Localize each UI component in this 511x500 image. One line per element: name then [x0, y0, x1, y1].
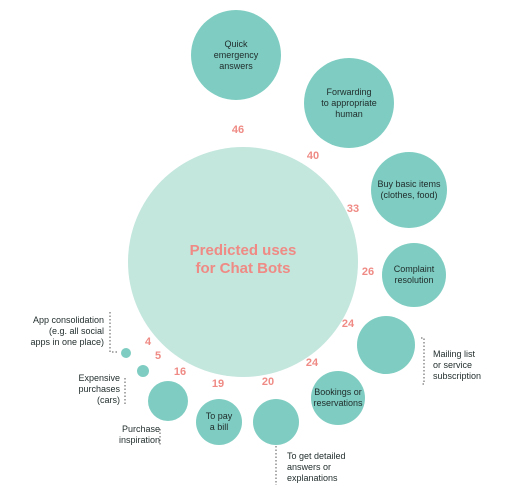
- bubble: [121, 348, 131, 358]
- value-label: 24: [341, 318, 355, 330]
- bubble: [191, 10, 281, 100]
- bubble-label: Expensive purchases (cars): [78, 373, 120, 405]
- value-label: 19: [211, 378, 225, 390]
- bubble: [357, 316, 415, 374]
- center-circle: [128, 147, 358, 377]
- value-label: 24: [305, 357, 319, 369]
- leader-line: [421, 337, 425, 385]
- value-label: 46: [231, 124, 245, 136]
- value-label: 4: [144, 336, 152, 348]
- bubble-label: To get detailed answers or explanations: [287, 451, 346, 483]
- value-label: 5: [154, 350, 162, 362]
- chart-title: Predicted uses for Chat Bots: [189, 242, 297, 277]
- bubble-label: Mailing list or service subscription: [433, 349, 482, 381]
- value-label: 26: [361, 266, 375, 278]
- bubble: [196, 399, 242, 445]
- bubble: [304, 58, 394, 148]
- bubble-label: App consolidation (e.g. all social apps …: [30, 315, 104, 347]
- value-label: 16: [173, 366, 187, 378]
- bubble: [148, 381, 188, 421]
- value-label: 33: [346, 203, 360, 215]
- bubble: [371, 152, 447, 228]
- bubble-label: Purchase inspiration: [118, 424, 160, 445]
- leader-line: [109, 312, 118, 353]
- value-label: 20: [261, 376, 275, 388]
- bubble: [253, 399, 299, 445]
- value-label: 40: [306, 150, 320, 162]
- bubble: [382, 243, 446, 307]
- bubble: [137, 365, 149, 377]
- bubble: [311, 371, 365, 425]
